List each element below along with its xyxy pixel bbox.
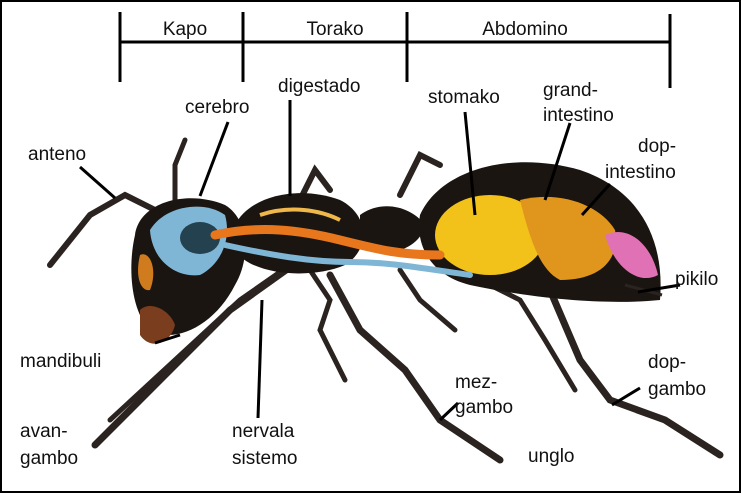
label-midleg-2: gambo bbox=[455, 397, 513, 418]
section-abdomen-label: Abdomino bbox=[482, 19, 568, 40]
label-hindgut-1: dop- bbox=[638, 136, 676, 157]
label-nervous-1: nervala bbox=[232, 421, 295, 442]
label-mandibles: mandibuli bbox=[20, 351, 101, 372]
label-hindleg-2: gambo bbox=[648, 379, 706, 400]
section-thorax-label: Torako bbox=[306, 19, 363, 40]
label-brain: cerebro bbox=[185, 97, 249, 118]
label-antenna: anteno bbox=[28, 144, 86, 165]
label-hindgut-2: intestino bbox=[605, 162, 676, 183]
label-midleg-1: mez- bbox=[455, 372, 497, 393]
label-nervous-2: sistemo bbox=[232, 448, 297, 469]
label-large-intestine-1: grand- bbox=[543, 80, 598, 101]
label-claw: unglo bbox=[528, 446, 575, 467]
section-head-label: Kapo bbox=[163, 19, 207, 40]
label-digestive: digestado bbox=[278, 76, 360, 97]
label-hindleg-1: dop- bbox=[648, 352, 686, 373]
label-foreleg-1: avan- bbox=[20, 421, 68, 442]
label-stomach: stomako bbox=[428, 87, 500, 108]
label-foreleg-2: gambo bbox=[20, 448, 78, 469]
label-large-intestine-2: intestino bbox=[543, 105, 614, 126]
label-sting: pikilo bbox=[675, 269, 718, 290]
